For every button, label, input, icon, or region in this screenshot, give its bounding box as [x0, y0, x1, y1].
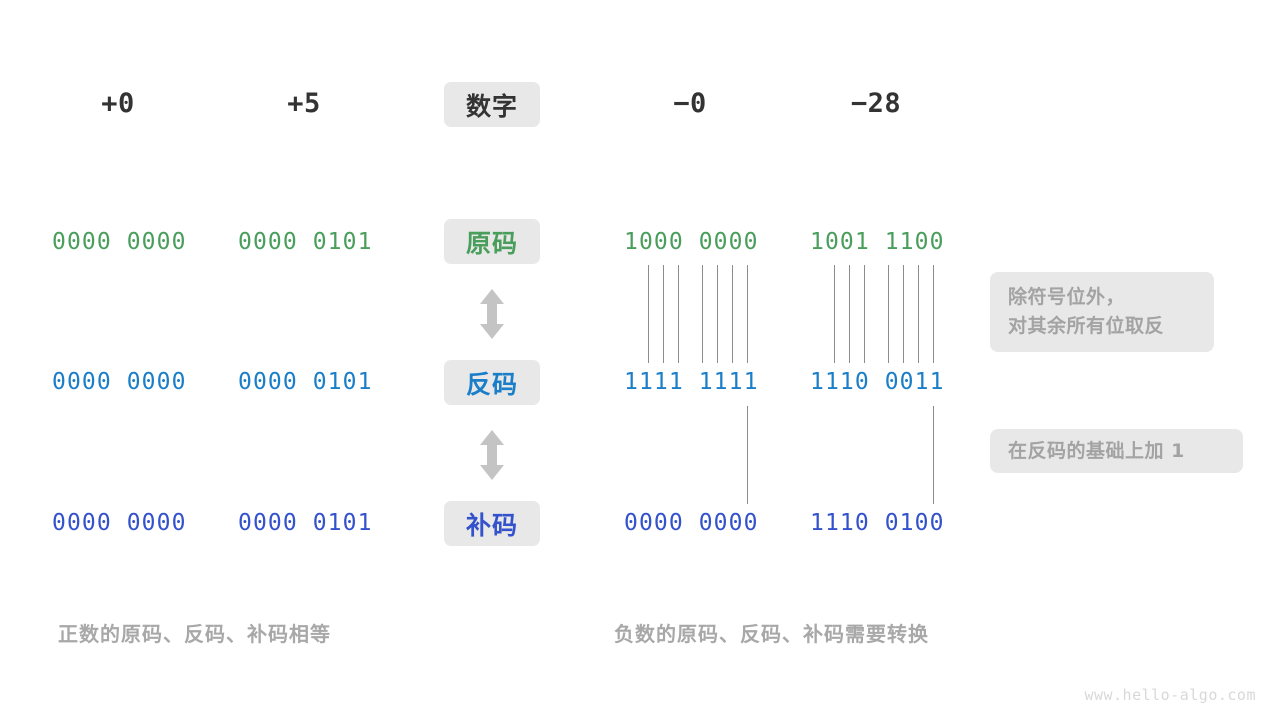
bit-connector	[903, 265, 904, 363]
column-header-neg-zero: −0	[673, 88, 707, 119]
bits-ones-complement-pos-five: 0000 0101	[238, 369, 373, 395]
column-header-pos-zero: +0	[101, 88, 135, 119]
bit-connector	[648, 265, 649, 363]
bits-sign-magnitude-pos-five: 0000 0101	[238, 229, 373, 255]
caption-negative: 负数的原码、反码、补码需要转换	[614, 622, 929, 646]
bits-twos-complement-pos-zero: 0000 0000	[52, 510, 187, 536]
row-label-twos-complement: 补码	[444, 501, 540, 546]
row-label-number: 数字	[444, 82, 540, 127]
bits-sign-magnitude-neg-zero: 1000 0000	[624, 229, 759, 255]
bits-ones-complement-neg-zero: 1111 1111	[624, 369, 759, 395]
bits-sign-magnitude-pos-zero: 0000 0000	[52, 229, 187, 255]
row-label-sign-magnitude: 原码	[444, 219, 540, 264]
convert-arrow-yuan-to-fan	[480, 289, 504, 339]
bit-connector	[933, 265, 934, 363]
row-label-ones-complement: 反码	[444, 360, 540, 405]
note-invert-bits-line-2: 对其余所有位取反	[1008, 315, 1165, 337]
column-header-pos-five: +5	[287, 88, 321, 119]
note-add-one-line-1: 在反码的基础上加 1	[1008, 439, 1185, 462]
column-header-neg-28: −28	[850, 88, 902, 119]
convert-arrow-fan-to-bu	[480, 430, 504, 480]
bit-connector	[747, 265, 748, 363]
bit-connector	[834, 265, 835, 363]
bits-sign-magnitude-neg-28: 1001 1100	[810, 229, 945, 255]
bit-connector	[678, 265, 679, 363]
bit-connector	[702, 265, 703, 363]
bit-connector	[918, 265, 919, 363]
note-invert-bits: 除符号位外， 对其余所有位取反	[990, 272, 1214, 352]
bit-connector	[864, 265, 865, 363]
bit-connector	[849, 265, 850, 363]
caption-positive: 正数的原码、反码、补码相等	[58, 622, 331, 646]
carry-connector	[747, 406, 748, 504]
bit-connector	[732, 265, 733, 363]
bit-connector	[888, 265, 889, 363]
carry-connector	[933, 406, 934, 504]
note-invert-bits-line-1: 除符号位外，	[1008, 286, 1126, 308]
bits-ones-complement-neg-28: 1110 0011	[810, 369, 945, 395]
bits-twos-complement-pos-five: 0000 0101	[238, 510, 373, 536]
watermark: www.hello-algo.com	[1084, 686, 1256, 704]
bit-connector	[717, 265, 718, 363]
bits-twos-complement-neg-28: 1110 0100	[810, 510, 945, 536]
note-add-one: 在反码的基础上加 1	[990, 429, 1243, 473]
bit-connector	[663, 265, 664, 363]
bits-ones-complement-pos-zero: 0000 0000	[52, 369, 187, 395]
bits-twos-complement-neg-zero: 0000 0000	[624, 510, 759, 536]
